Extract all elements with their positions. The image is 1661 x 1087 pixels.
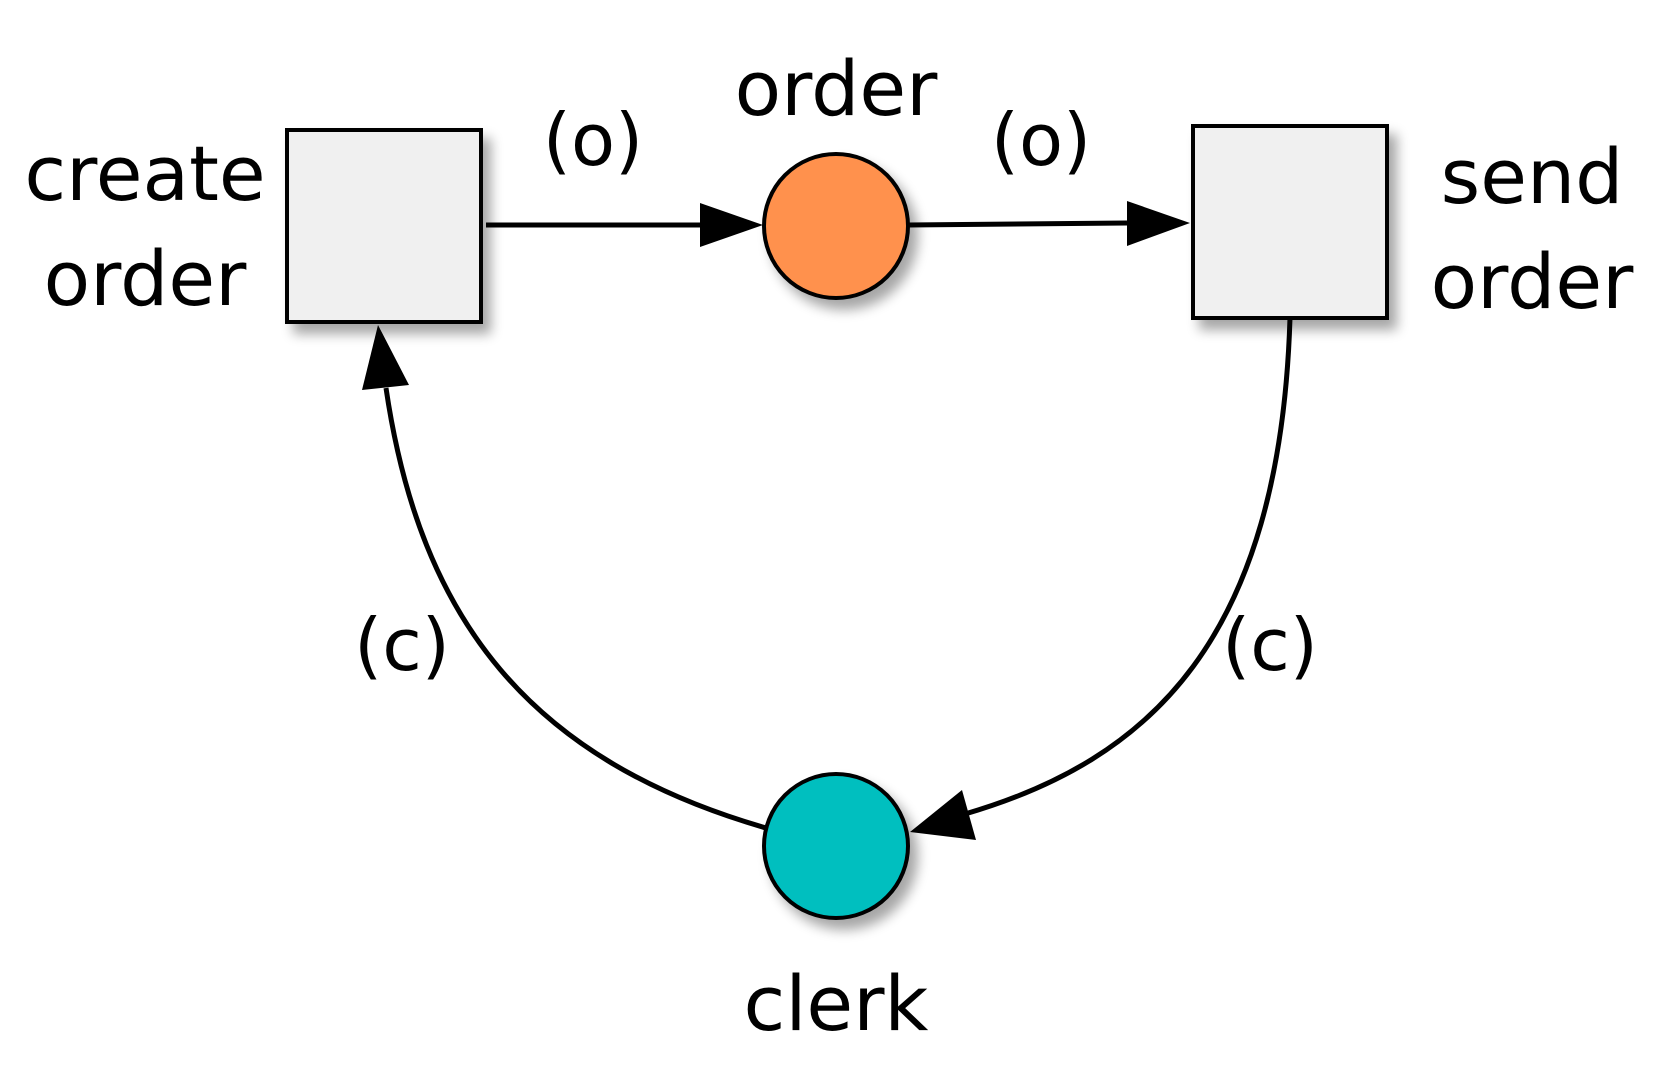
create-order-label-line1: create [24,129,265,218]
arc-label-clerk-to-create: (c) [354,603,450,687]
clerk-place-label: clerk [744,959,929,1048]
arrowhead [700,203,763,247]
arc-label-create-to-order: (o) [543,98,643,182]
arrowhead [1127,201,1190,246]
transition-create-order[interactable] [285,128,483,324]
arc-label-send-to-clerk: (c) [1222,603,1318,687]
place-clerk[interactable] [762,772,910,920]
send-order-label-line2: order [1431,237,1634,326]
send-order-label-line1: send [1441,132,1624,221]
arc-label-order-to-send: (o) [991,98,1091,182]
transition-send-order[interactable] [1191,124,1389,320]
arrowhead [910,790,976,840]
create-order-label-line2: order [44,234,247,323]
order-place-label: order [735,44,938,133]
arc-order-to-send [907,201,1190,246]
place-order[interactable] [762,152,910,300]
arrowhead [362,325,409,390]
arc-send-to-clerk [910,317,1293,840]
arc-create-to-order [486,203,763,247]
arc-clerk-to-create [362,325,767,831]
